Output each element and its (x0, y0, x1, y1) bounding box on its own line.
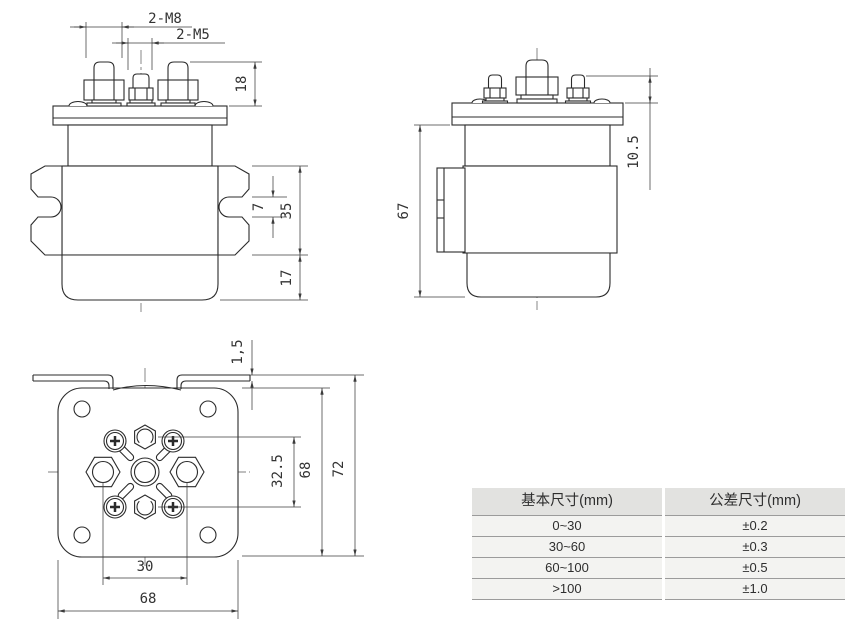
dim-label-32-5: 32.5 (270, 454, 286, 488)
m8-terminal-bolt-side (515, 59, 559, 104)
m8-terminal-bolt (83, 61, 125, 107)
m8-terminal-bolt (157, 61, 199, 107)
mount-strip-left (32, 374, 114, 389)
dim-label-67: 67 (396, 203, 412, 220)
bottom-view (32, 368, 251, 568)
dim-label-68h: 68 (140, 591, 157, 607)
mount-tab-left (30, 165, 63, 256)
front-view-labels: 2-M8 2-M5 18 35 7 17 (148, 11, 295, 286)
basic-size-cell: >100 (472, 578, 662, 600)
rivet-bump (593, 98, 611, 104)
m5-coil-bolt-side (564, 74, 592, 104)
bottom-view-labels: 1,5 32.5 68 72 30 68 (137, 339, 347, 607)
m5-coil-bolt-side (481, 74, 509, 104)
rivet-bump (68, 100, 88, 107)
dim-label-10-5: 10.5 (626, 135, 642, 169)
tolerance-cell: ±0.5 (665, 557, 845, 578)
front-view (30, 50, 250, 312)
mount-hole (73, 400, 91, 418)
mount-hole (73, 526, 91, 544)
front-view-dimensions (70, 22, 308, 301)
basic-size-cell: 30~60 (472, 536, 662, 557)
col-header-basic-size: 基本尺寸(mm) (472, 488, 662, 515)
dim-label-17: 17 (279, 270, 295, 287)
mount-hole (199, 400, 217, 418)
mount-tab-right (217, 165, 250, 256)
dim-label-18: 18 (234, 76, 250, 93)
rivet-bump (194, 100, 214, 107)
mount-strip-right (176, 374, 251, 389)
phillips-screw (161, 429, 185, 453)
side-view-dimensions (414, 68, 658, 298)
tolerance-cell: ±0.3 (665, 536, 845, 557)
mount-hole (199, 526, 217, 544)
basic-size-cell: 0~30 (472, 515, 662, 536)
coil-block (436, 167, 466, 253)
dim-label-72: 72 (331, 461, 347, 478)
m5-coil-bolt (126, 73, 156, 107)
dim-label-35: 35 (279, 203, 295, 220)
center-boss (130, 457, 160, 487)
tolerance-table: 基本尺寸(mm) 公差尺寸(mm) 0~30 ±0.2 30~60 ±0.3 6… (472, 488, 845, 600)
phillips-screw (103, 495, 127, 519)
dim-label-68v: 68 (298, 462, 314, 479)
side-view-labels: 67 10.5 (396, 135, 642, 219)
tolerance-cell: ±1.0 (665, 578, 845, 600)
dim-label-1-5: 1,5 (230, 339, 246, 364)
m8-hex-nut (169, 456, 205, 488)
bottom-view-dimensions (57, 340, 364, 619)
tolerance-cell: ±0.2 (665, 515, 845, 536)
m8-hex-nut (85, 456, 121, 488)
phillips-screw (103, 429, 127, 453)
fold-line (112, 385, 182, 391)
col-header-tolerance: 公差尺寸(mm) (665, 488, 845, 515)
dim-label-2m8: 2-M8 (148, 11, 182, 27)
basic-size-cell: 60~100 (472, 557, 662, 578)
dim-label-2m5: 2-M5 (176, 27, 210, 43)
dim-label-30: 30 (137, 559, 154, 575)
side-view (436, 48, 624, 310)
dim-label-7: 7 (251, 203, 267, 211)
